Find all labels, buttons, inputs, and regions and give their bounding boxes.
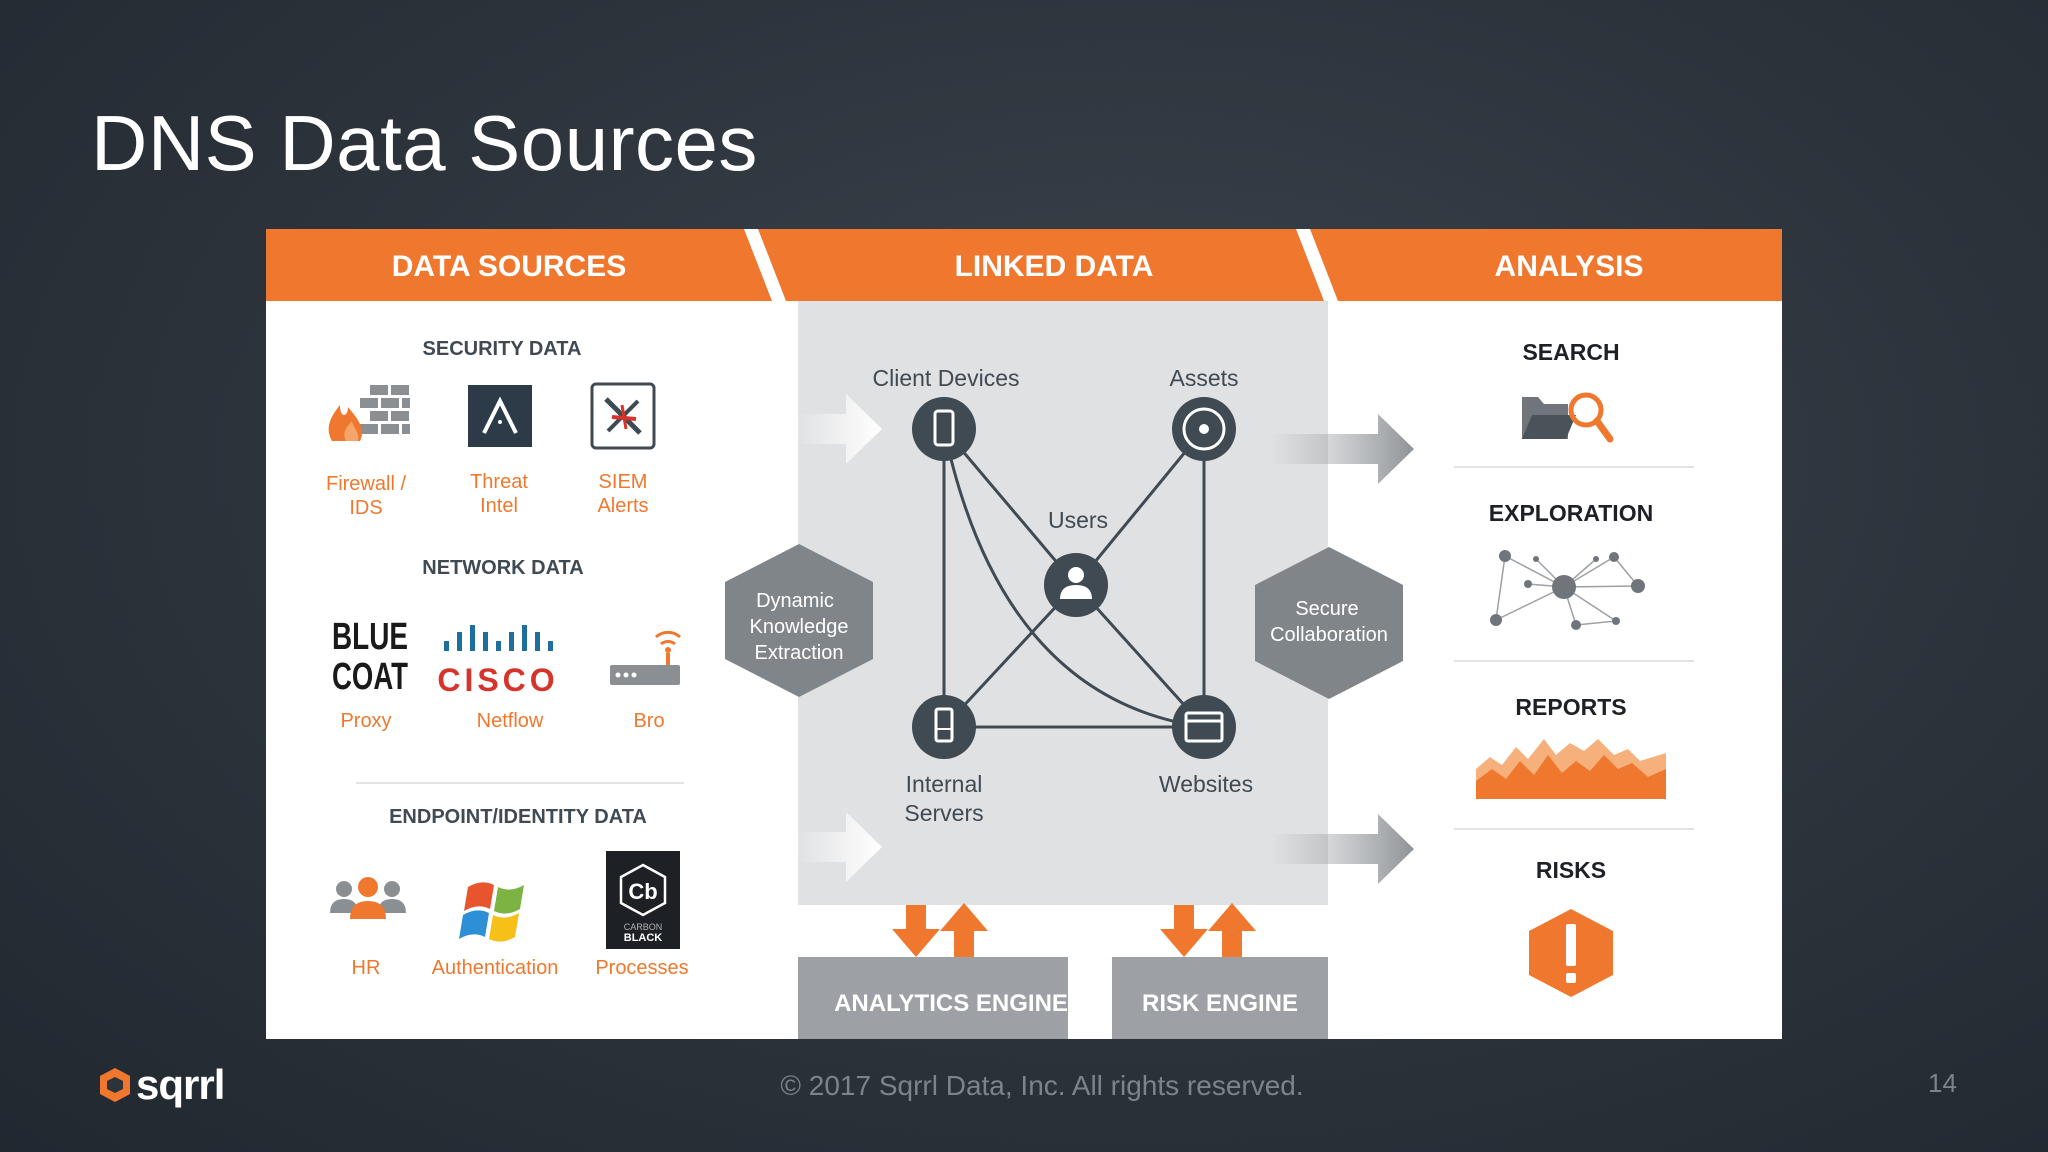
area-chart-icon bbox=[1476, 739, 1666, 799]
browser-window-icon bbox=[1184, 711, 1224, 743]
label-internal-line-2: Servers bbox=[904, 800, 983, 826]
carbon-black-sub-1: CARBON bbox=[624, 922, 663, 932]
label-users: Users bbox=[1048, 507, 1108, 533]
carbon-black-logo: Cb CARBON BLACK bbox=[606, 851, 680, 949]
analytics-engine-label: ANALYTICS ENGINE bbox=[834, 990, 1068, 1017]
graph-edges bbox=[942, 428, 1206, 729]
header-band bbox=[266, 229, 1782, 301]
sqrrl-logo: sqrrl bbox=[100, 1060, 225, 1110]
authentication-label: Authentication bbox=[432, 957, 559, 979]
hex-right-line-1: Secure bbox=[1295, 598, 1358, 620]
header-divider-left bbox=[744, 229, 786, 301]
output-arrow-top bbox=[1270, 414, 1414, 484]
cisco-logo: CISCO bbox=[437, 625, 558, 698]
sqrrl-logo-icon bbox=[100, 1068, 130, 1102]
engine-arrows-left bbox=[892, 903, 988, 957]
analysis-search-title: SEARCH bbox=[1522, 339, 1619, 365]
hex-left-line-1: Dynamic bbox=[756, 590, 834, 612]
folder-search-icon bbox=[1522, 392, 1614, 443]
carbon-black-cb: Cb bbox=[628, 879, 657, 904]
hex-right-line-2: Collaboration bbox=[1270, 624, 1388, 646]
siem-label-2: Alerts bbox=[597, 495, 648, 517]
label-internal-line-1: Internal bbox=[906, 771, 983, 797]
node-users bbox=[1044, 553, 1108, 617]
node-assets bbox=[1172, 397, 1236, 461]
label-client-devices: Client Devices bbox=[873, 365, 1020, 391]
blue-coat-logo: BLUE COAT bbox=[332, 616, 408, 698]
engine-arrows-right bbox=[1160, 903, 1256, 957]
firewall-label-2: IDS bbox=[349, 497, 382, 519]
hex-left-line-3: Extraction bbox=[755, 642, 844, 664]
analysis-risks-title: RISKS bbox=[1536, 857, 1606, 883]
hex-left-line-2: Knowledge bbox=[750, 616, 849, 638]
mobile-phone-icon bbox=[933, 409, 955, 447]
threat-intel-label-2: Intel bbox=[480, 495, 518, 517]
input-arrow-top bbox=[796, 394, 882, 464]
node-client-devices bbox=[912, 397, 976, 461]
risk-engine-box bbox=[1112, 957, 1328, 1039]
page-number: 14 bbox=[1928, 1068, 1957, 1098]
threat-intel-icon bbox=[468, 385, 532, 447]
firewall-label-1: Firewall / bbox=[326, 473, 406, 495]
network-graph-icon bbox=[1490, 550, 1645, 630]
header-analysis: ANALYSIS bbox=[1495, 250, 1644, 283]
cisco-text: CISCO bbox=[437, 662, 558, 698]
bro-label: Bro bbox=[633, 710, 664, 732]
analytics-engine-box bbox=[798, 957, 1068, 1039]
proxy-label: Proxy bbox=[340, 710, 391, 732]
blue-coat-line-1: BLUE bbox=[332, 616, 408, 658]
label-assets: Assets bbox=[1169, 365, 1238, 391]
node-websites bbox=[1172, 695, 1236, 759]
carbon-black-sub-2: BLACK bbox=[624, 932, 663, 944]
netflow-label: Netflow bbox=[477, 710, 544, 732]
sqrrl-logo-text: sqrrl bbox=[136, 1061, 225, 1108]
input-arrow-bottom bbox=[796, 812, 882, 882]
header-data-sources: DATA SOURCES bbox=[392, 250, 626, 283]
node-internal-servers bbox=[912, 695, 976, 759]
siem-label-1: SIEM bbox=[599, 471, 648, 493]
footer-copyright: © 2017 Sqrrl Data, Inc. All rights reser… bbox=[780, 1070, 1304, 1101]
router-icon bbox=[610, 630, 681, 685]
hexagon-dynamic-knowledge bbox=[725, 544, 873, 697]
dns-data-sources-diagram: DATA SOURCES LINKED DATA ANALYSIS SECURI… bbox=[266, 229, 1782, 1039]
analysis-exploration-title: EXPLORATION bbox=[1489, 500, 1653, 526]
siem-icon bbox=[590, 382, 656, 450]
windows-logo bbox=[459, 882, 524, 942]
user-icon bbox=[1068, 567, 1084, 583]
server-icon bbox=[934, 707, 954, 743]
processes-label: Processes bbox=[595, 957, 688, 979]
hexagon-secure-collaboration bbox=[1255, 547, 1403, 699]
header-linked-data: LINKED DATA bbox=[955, 250, 1154, 283]
endpoint-data-title: ENDPOINT/IDENTITY DATA bbox=[389, 806, 647, 828]
risk-warning-icon bbox=[1529, 909, 1613, 997]
risk-engine-label: RISK ENGINE bbox=[1142, 990, 1298, 1017]
output-arrow-bottom bbox=[1270, 814, 1414, 884]
disc-icon bbox=[1182, 407, 1226, 451]
network-data-title: NETWORK DATA bbox=[422, 557, 583, 579]
security-data-title: SECURITY DATA bbox=[423, 338, 582, 360]
label-websites: Websites bbox=[1159, 771, 1253, 797]
slide-title: DNS Data Sources bbox=[91, 99, 758, 187]
analysis-reports-title: REPORTS bbox=[1515, 694, 1626, 720]
firewall-icon bbox=[328, 385, 410, 441]
blue-coat-line-2: COAT bbox=[332, 656, 408, 698]
threat-intel-label-1: Threat bbox=[470, 471, 528, 493]
header-divider-right bbox=[1296, 229, 1338, 301]
people-icon bbox=[330, 877, 406, 919]
hr-label: HR bbox=[352, 957, 381, 979]
